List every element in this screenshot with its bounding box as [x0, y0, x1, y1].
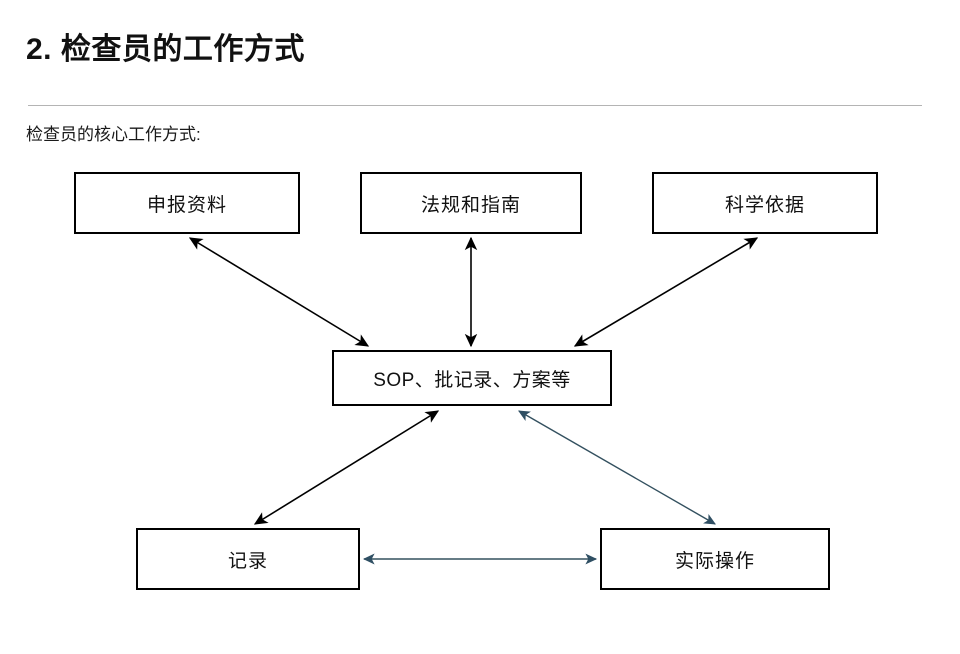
title-divider — [28, 105, 922, 106]
node-scientific-basis[interactable]: 科学依据 — [652, 172, 878, 234]
node-apply-material-label: 申报资料 — [146, 194, 227, 216]
connector-sop-operation — [518, 410, 716, 525]
connector-record-sop — [253, 410, 440, 525]
node-sop-batch-record[interactable]: SOP、批记录、方案等 — [332, 350, 612, 406]
node-record-label: 记录 — [227, 550, 268, 572]
node-scientific-basis-label: 科学依据 — [724, 194, 805, 216]
page-title: 2. 检查员的工作方式 — [26, 33, 305, 66]
node-regulation-guide-label: 法规和指南 — [420, 194, 521, 216]
node-actual-operation[interactable]: 实际操作 — [600, 528, 830, 590]
node-actual-operation-label: 实际操作 — [674, 550, 755, 572]
node-regulation-guide[interactable]: 法规和指南 — [360, 172, 582, 234]
node-record[interactable]: 记录 — [136, 528, 360, 590]
connector-apply-sop — [188, 237, 370, 347]
node-sop-batch-record-label: SOP、批记录、方案等 — [373, 369, 571, 391]
lead-text: 检查员的核心工作方式: — [26, 125, 201, 144]
connector-science-sop — [573, 237, 759, 347]
node-apply-material[interactable]: 申报资料 — [74, 172, 300, 234]
